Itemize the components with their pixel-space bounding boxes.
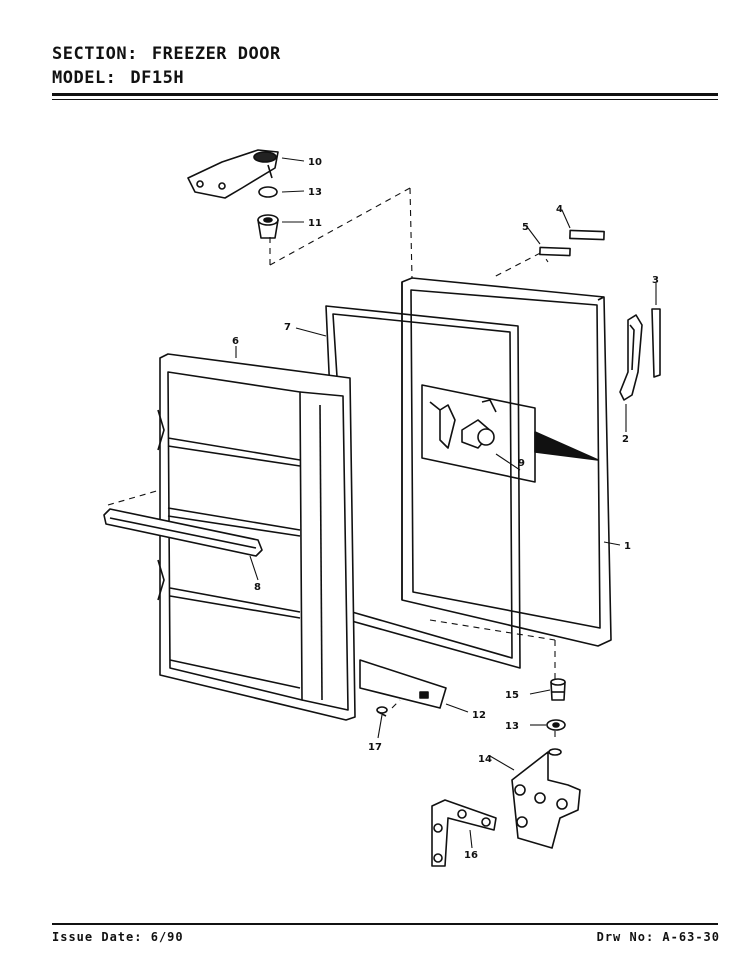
callout-bottom-hinge: 14 [478,754,492,765]
bottom-washer-hole [552,722,560,728]
handle-part [619,314,643,401]
header-rule-thin [52,99,718,100]
top-cap-a-part [569,229,605,241]
model-label: MODEL: [52,68,117,88]
section-line: SECTION: FREEZER DOOR [52,44,281,64]
drawing-number-label: Drw No: [596,930,655,944]
drawing-number: Drw No: A-63-30 [597,930,720,944]
callout-bottom-trim: 12 [472,710,486,721]
callout-handle-trim: 3 [652,275,659,286]
issue-date: Issue Date: 6/90 [52,930,184,944]
inner-door-liner-part [157,353,356,721]
issue-date-value: 6/90 [150,930,184,944]
top-cap-b-part [539,246,571,257]
drawing-number-value: A-63-30 [662,930,720,944]
callout-bottom-washer: 13 [505,721,519,732]
latch-assembly-part [421,384,599,483]
bottom-trim-part [359,659,447,709]
callout-screw: 17 [368,742,382,753]
callout-labels: 10 13 11 4 5 3 2 7 6 9 8 1 12 17 15 13 1… [232,157,659,861]
callout-top-cap-a: 4 [556,204,563,215]
callout-inner-door-liner: 6 [232,336,239,347]
callout-shelf-bar: 8 [254,582,261,593]
section-value: FREEZER DOOR [151,44,281,64]
top-washer-part [258,186,278,198]
alignment-lines [107,187,556,742]
callout-hinge-pin: 15 [505,690,519,701]
hinge-pin-part [550,678,566,701]
callout-latch-assembly: 9 [518,458,525,469]
footer-rule [52,923,718,925]
hinge-bracket-part [431,799,497,867]
issue-date-label: Issue Date: [52,930,143,944]
model-value: DF15H [130,68,185,88]
leader-lines [235,157,657,849]
callout-top-washer: 13 [308,187,322,198]
callout-top-cap-b: 5 [522,222,529,233]
callout-top-bushing: 11 [308,218,322,229]
shelf-bar-part [103,508,263,557]
callout-door-gasket: 7 [284,322,291,333]
bottom-hinge-part [511,748,581,849]
top-hinge-part [187,149,279,199]
handle-trim-part [651,308,661,378]
callout-hinge-bracket: 16 [464,850,478,861]
section-label: SECTION: [52,44,138,64]
top-bushing-part [257,214,279,239]
callout-outer-top-hinge: 10 [308,157,322,168]
callout-outer-door-panel: 1 [624,541,631,552]
model-line: MODEL: DF15H [52,68,184,88]
header-rule-thick [52,93,718,96]
screw-part [376,706,388,717]
callout-handle: 2 [622,434,629,445]
